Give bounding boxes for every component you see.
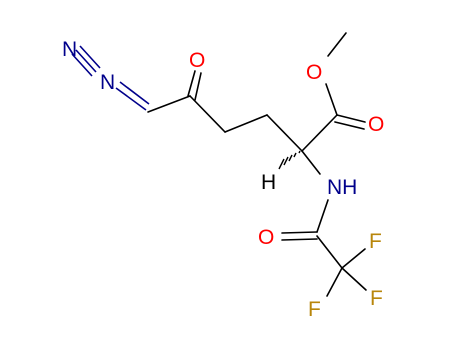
bond-n-triple-n [71,45,101,77]
bond-c4-c5 [266,114,303,152]
bond-c8-f1 [341,248,366,269]
bond-hashed-stereo-h [278,150,301,170]
atom-o-amide: O [258,226,274,249]
bond-c2-c3 [189,95,226,133]
bond-c8-f2 [341,267,367,291]
atom-o-ester-carbonyl: O [368,113,384,136]
bond-c6-ester-carbonyl [334,114,366,130]
bond-c7-c8 [316,235,343,269]
atom-f-3: F [308,298,321,321]
atom-h-stereo: H [261,171,276,194]
bond-n-c7 [316,199,329,233]
atom-f-1: F [369,230,382,253]
bond-c5-c6 [301,114,338,152]
atom-o-ketone: O [189,49,205,72]
bond-c7-amide-carbonyl [281,231,318,241]
bond-c8-f3 [326,267,343,297]
bond-c1-c2 [147,95,191,113]
bond-c6-o-ether [325,83,338,116]
atom-n-inner: N [100,71,115,94]
atom-n-terminal: N [62,38,77,61]
bond-o-methyl [327,32,347,57]
atom-f-2: F [370,287,383,310]
atom-o-ester-ether: O [306,61,322,84]
bond-c5-n [301,150,321,175]
bond-c3-c4 [224,114,268,133]
atom-nh-amide: NH [327,176,357,199]
bond-n-double-c [115,81,150,111]
bond-c2-ketone-double [187,70,202,101]
